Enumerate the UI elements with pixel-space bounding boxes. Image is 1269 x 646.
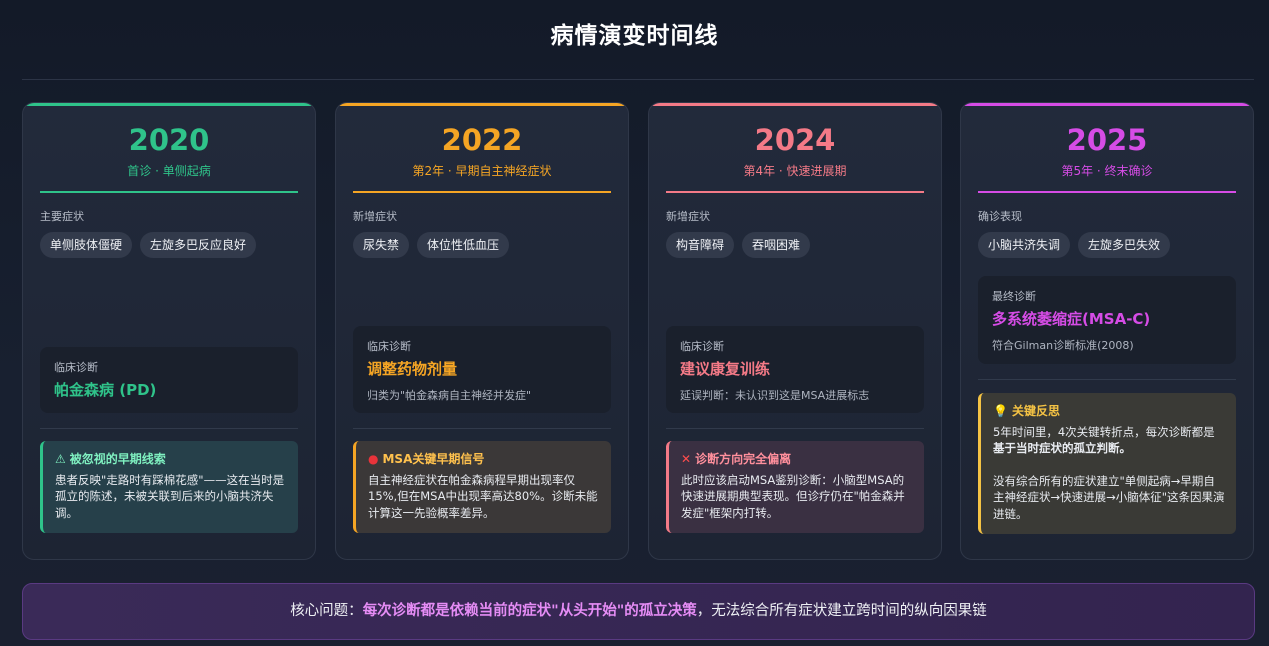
timeline-card-2022: 2022 第2年 · 早期自主神经症状 新增症状 尿失禁 体位性低血压 临床诊断… [335, 102, 629, 560]
card-year: 2024 [754, 123, 836, 157]
card-subtitle: 首诊 · 单侧起病 [127, 164, 211, 178]
alert-box: ✕诊断方向完全偏离 此时应该启动MSA鉴别诊断：小脑型MSA的快速进展期典型表现… [666, 441, 924, 533]
alert-text-1b: 基于当时症状的孤立判断。 [993, 441, 1131, 455]
section-label: 主要症状 [40, 210, 84, 223]
lightbulb-icon: 💡 [993, 404, 1008, 418]
card-divider [353, 191, 611, 193]
divider [666, 428, 924, 429]
divider [40, 428, 298, 429]
diagnosis-note: 归类为"帕金森病自主神经并发症" [367, 389, 532, 402]
card-subtitle: 第4年 · 快速进展期 [743, 164, 847, 178]
card-divider [666, 191, 924, 193]
alert-title: 关键反思 [1011, 404, 1060, 418]
symptom-tag: 左旋多巴失效 [1078, 232, 1171, 258]
alert-title: 被忽视的早期线索 [69, 452, 166, 466]
title-divider [22, 79, 1254, 80]
card-accent-bar [649, 103, 941, 106]
card-divider [40, 191, 298, 193]
alert-title: MSA关键早期信号 [382, 452, 485, 466]
diagnosis-label: 临床诊断 [54, 361, 98, 374]
card-accent-bar [336, 103, 628, 106]
banner-suffix: ，无法综合所有症状建立跨时间的纵向因果链 [696, 603, 987, 619]
diagnosis-value: 多系统萎缩症(MSA-C) [992, 310, 1151, 328]
banner-highlight: 每次诊断都是依赖当前的症状"从头开始"的孤立决策 [362, 603, 697, 619]
symptom-tags: 构音障碍 吞咽困难 [666, 232, 811, 258]
symptom-tag: 尿失禁 [353, 232, 410, 258]
alert-title: 诊断方向完全偏离 [695, 452, 792, 466]
card-year: 2020 [128, 123, 210, 157]
alert-text-1a: 5年时间里，4次关键转折点，每次诊断都是 [993, 424, 1215, 439]
alert-text: 此时应该启动MSA鉴别诊断：小脑型MSA的快速进展期典型表现。但诊疗仍在"帕金森… [681, 472, 905, 520]
symptom-tags: 小脑共济失调 左旋多巴失效 [978, 232, 1171, 258]
symptom-tag: 左旋多巴反应良好 [140, 232, 257, 258]
alert-text-1: 5年时间里，4次关键转折点，每次诊断都是基于当时症状的孤立判断。 [993, 424, 1226, 457]
timeline-card-2024: 2024 第4年 · 快速进展期 新增症状 构音障碍 吞咽困难 临床诊断 建议康… [648, 102, 942, 560]
symptom-tag: 构音障碍 [666, 232, 735, 258]
symptom-tag: 吞咽困难 [742, 232, 811, 258]
section-label: 新增症状 [666, 210, 710, 223]
card-year: 2025 [1066, 123, 1148, 157]
card-year: 2022 [441, 123, 523, 157]
alert-box: ⚠被忽视的早期线索 患者反映"走路时有踩棉花感"——这在当时是孤立的陈述，未被关… [40, 441, 298, 533]
alert-text-2: 没有综合所有的症状建立"单侧起病→早期自主神经症状→快速进展→小脑体征"这条因果… [993, 473, 1225, 521]
card-accent-bar [23, 103, 315, 106]
symptom-tag: 小脑共济失调 [978, 232, 1071, 258]
card-divider [978, 191, 1236, 193]
timeline-card-2020: 2020 首诊 · 单侧起病 主要症状 单侧肢体僵硬 左旋多巴反应良好 临床诊断… [22, 102, 316, 560]
divider [353, 428, 611, 429]
diagnosis-label: 最终诊断 [992, 290, 1036, 303]
diagnosis-value: 调整药物剂量 [367, 360, 458, 378]
symptom-tag: 单侧肢体僵硬 [40, 232, 133, 258]
card-subtitle: 第2年 · 早期自主神经症状 [412, 164, 552, 178]
core-problem-banner: 核心问题：每次诊断都是依赖当前的症状"从头开始"的孤立决策，无法综合所有症状建立… [22, 583, 1255, 640]
divider [978, 379, 1236, 380]
section-label: 新增症状 [353, 210, 397, 223]
diagnosis-label: 临床诊断 [680, 340, 724, 353]
symptom-tags: 单侧肢体僵硬 左旋多巴反应良好 [40, 232, 257, 258]
section-label: 确诊表现 [978, 210, 1022, 223]
diagnosis-note: 延误判断：未认识到这是MSA进展标志 [680, 389, 870, 402]
diagnosis-box: 临床诊断 帕金森病 (PD) [40, 347, 298, 413]
card-accent-bar [961, 103, 1253, 106]
diagnosis-box: 最终诊断 多系统萎缩症(MSA-C) 符合Gilman诊断标准(2008) [978, 276, 1236, 364]
diagnosis-note: 符合Gilman诊断标准(2008) [992, 339, 1134, 352]
card-subtitle: 第5年 · 终末确诊 [1061, 164, 1153, 178]
alert-box: ●MSA关键早期信号 自主神经症状在帕金森病程早期出现率仅15%,但在MSA中出… [353, 441, 611, 533]
warning-icon: ⚠ [55, 452, 66, 466]
alert-text: 患者反映"走路时有踩棉花感"——这在当时是孤立的陈述，未被关联到后来的小脑共济失… [55, 472, 285, 520]
diagnosis-value: 帕金森病 (PD) [54, 381, 157, 399]
symptom-tags: 尿失禁 体位性低血压 [353, 232, 510, 258]
diagnosis-value: 建议康复训练 [680, 360, 771, 378]
alert-text: 自主神经症状在帕金森病程早期出现率仅15%,但在MSA中出现率高达80%。诊断未… [368, 472, 598, 520]
diagnosis-box: 临床诊断 调整药物剂量 归类为"帕金森病自主神经并发症" [353, 326, 611, 413]
banner-prefix: 核心问题： [290, 603, 363, 619]
symptom-tag: 体位性低血压 [417, 232, 510, 258]
cross-icon: ✕ [681, 452, 692, 466]
alert-box: 💡关键反思 5年时间里，4次关键转折点，每次诊断都是基于当时症状的孤立判断。 没… [978, 393, 1236, 534]
diagnosis-box: 临床诊断 建议康复训练 延误判断：未认识到这是MSA进展标志 [666, 326, 924, 413]
diagnosis-label: 临床诊断 [367, 340, 411, 353]
page-title: 病情演变时间线 [550, 23, 719, 49]
timeline-card-2025: 2025 第5年 · 终末确诊 确诊表现 小脑共济失调 左旋多巴失效 最终诊断 … [960, 102, 1254, 560]
red-circle-icon: ● [368, 452, 379, 466]
